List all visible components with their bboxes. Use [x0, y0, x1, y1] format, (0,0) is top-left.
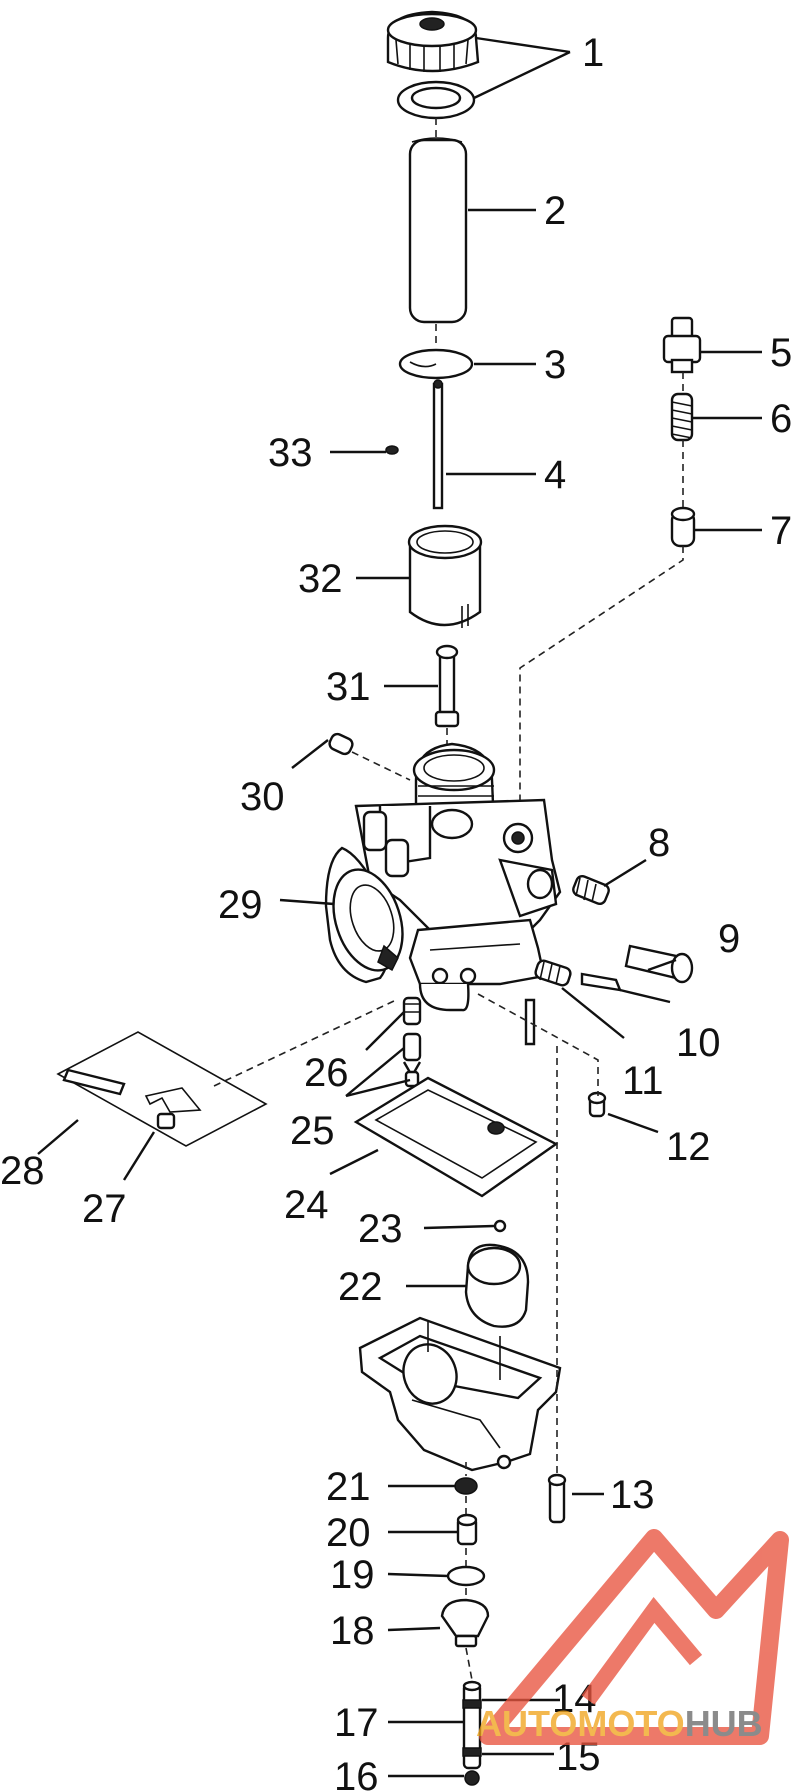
part-28-gasket [56, 1031, 268, 1147]
watermark-triangle-icon [479, 1529, 789, 1745]
callout-33: 33 [268, 431, 313, 475]
callout-11: 11 [622, 1059, 664, 1103]
part-body [324, 742, 562, 1046]
callout-17: 17 [334, 1701, 379, 1745]
part-23-ball [493, 1219, 507, 1233]
part-20-jet [456, 1513, 478, 1546]
part-25-valve [402, 1032, 422, 1088]
part-22-float [464, 1243, 530, 1328]
watermark-moto: MOTO [577, 1703, 684, 1744]
callout-12: 12 [666, 1125, 711, 1169]
part-3-retainer [398, 348, 474, 380]
callout-13: 13 [610, 1473, 655, 1517]
callout-28: 28 [0, 1149, 45, 1193]
part-26-seat [402, 996, 422, 1026]
callout-30: 30 [240, 775, 285, 819]
parts-drawing [56, 10, 702, 1786]
part-11-spring [534, 959, 572, 987]
part-12-screw [587, 1091, 607, 1118]
part-18-holder [440, 1598, 490, 1648]
callout-3: 3 [544, 343, 566, 387]
callout-25: 25 [290, 1109, 335, 1153]
part-float-bowl [358, 1316, 562, 1472]
part-1-cap [386, 10, 480, 120]
watermark-auto: AUTO [476, 1703, 577, 1744]
svg-text:AUTOMOTOHUB: AUTOMOTOHUB [476, 1703, 763, 1744]
callout-4: 4 [544, 453, 566, 497]
callout-2: 2 [544, 189, 566, 233]
part-2-spring [408, 137, 468, 324]
callout-8: 8 [648, 821, 670, 865]
part-33-clip [385, 445, 399, 455]
callout-6: 6 [770, 397, 792, 441]
callout-10: 10 [676, 1021, 721, 1065]
part-4-needle [432, 379, 444, 510]
part-13-bolt [547, 1473, 567, 1524]
callout-27: 27 [82, 1187, 127, 1231]
part-17-tube [462, 1680, 482, 1770]
callout-5: 5 [770, 331, 792, 375]
part-30-cap [328, 732, 354, 756]
callout-20: 20 [326, 1511, 371, 1555]
part-7-cap [670, 506, 696, 548]
watermark-logo: AUTOMOTOHUB [476, 1529, 789, 1745]
part-9-screw [624, 944, 694, 984]
callout-19: 19 [330, 1553, 375, 1597]
callout-1: 1 [582, 31, 604, 75]
part-5-screw [662, 316, 702, 374]
callout-16: 16 [334, 1755, 379, 1792]
callout-24: 24 [284, 1183, 329, 1227]
part-21-washer [454, 1477, 478, 1495]
leader-lines [37, 36, 762, 1778]
part-8-spring [572, 874, 610, 906]
part-16-nut [464, 1770, 480, 1786]
callout-18: 18 [330, 1609, 375, 1653]
callout-31: 31 [326, 665, 371, 709]
part-19-washer [446, 1565, 486, 1587]
part-24-gasket [353, 1076, 559, 1198]
callout-7: 7 [770, 509, 792, 553]
callout-26: 26 [304, 1051, 349, 1095]
part-10-needle [580, 972, 622, 992]
callout-21: 21 [326, 1465, 371, 1509]
watermark-hub: HUB [685, 1703, 763, 1744]
part-32-slide [407, 524, 483, 628]
callout-labels: 1 2 3 4 5 6 7 8 9 10 11 12 13 14 15 16 1… [0, 31, 792, 1792]
callout-29: 29 [218, 883, 263, 927]
part-6-spring [670, 392, 694, 442]
callout-9: 9 [718, 917, 740, 961]
part-31-pilot [434, 644, 460, 728]
callout-22: 22 [338, 1265, 383, 1309]
callout-23: 23 [358, 1207, 403, 1251]
callout-32: 32 [298, 557, 343, 601]
